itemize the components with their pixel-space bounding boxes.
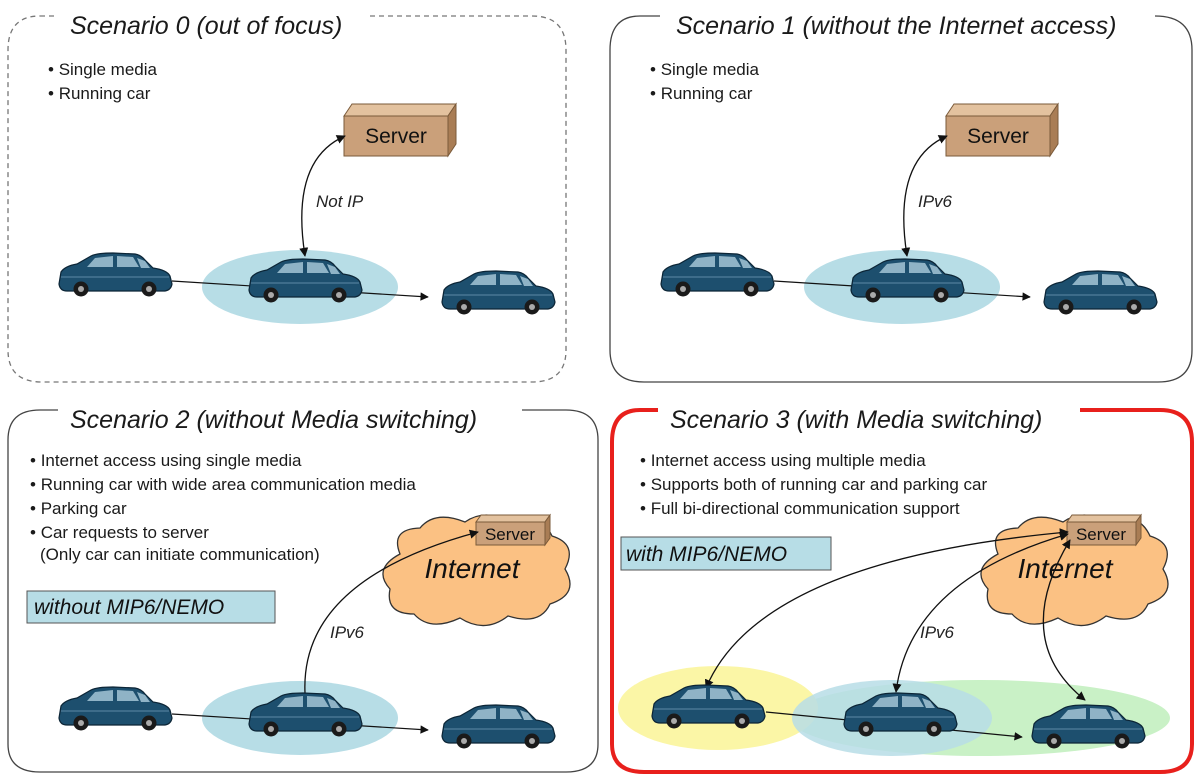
scenario0-car-3 bbox=[441, 270, 556, 316]
scenario3-link-arrow-car3 bbox=[1042, 539, 1086, 701]
scenario2-mip-label: without MIP6/NEMO bbox=[34, 596, 224, 619]
scenario2-server: Server bbox=[475, 513, 551, 547]
scenario3-link-arrow-car2 bbox=[892, 531, 1069, 693]
scenario3-mip-label: with MIP6/NEMO bbox=[626, 543, 787, 566]
scenario1-car-3 bbox=[1043, 270, 1158, 316]
scenario0-link-arrow bbox=[299, 135, 346, 257]
scenario3-internet-label: Internet bbox=[1018, 553, 1114, 584]
scenario2-bullet-2: • Running car with wide area communicati… bbox=[30, 475, 416, 494]
scenario2-request-arrow bbox=[304, 529, 479, 694]
scenario3-link-label: IPv6 bbox=[920, 623, 955, 642]
scenario3-server-label: Server bbox=[1076, 525, 1126, 544]
scenario0-bullet-2: • Running car bbox=[48, 84, 151, 103]
scenario3-highlight-border bbox=[610, 408, 1194, 774]
scenario2-bullet-3: • Parking car bbox=[30, 499, 127, 518]
scenario2-internet-label: Internet bbox=[425, 553, 521, 584]
scenario0-panel: Scenario 0 (out of focus) • Single media… bbox=[7, 12, 567, 383]
scenario1-bullet-1: • Single media bbox=[650, 60, 760, 79]
scenario1-link-label: IPv6 bbox=[918, 192, 953, 211]
scenario2-server-label: Server bbox=[485, 525, 535, 544]
scenario1-server: Server bbox=[945, 102, 1059, 158]
scenario1-bullet-2: • Running car bbox=[650, 84, 753, 103]
scenario2-car-3 bbox=[441, 704, 556, 750]
scenario3-panel: Scenario 3 (with Media switching) • Inte… bbox=[610, 406, 1194, 774]
scenario2-bullet-1: • Internet access using single media bbox=[30, 451, 302, 470]
scenario2-car-1 bbox=[58, 686, 173, 732]
scenario2-link-label: IPv6 bbox=[330, 623, 365, 642]
scenario0-car-1 bbox=[58, 252, 173, 298]
scenario1-car-1 bbox=[660, 252, 775, 298]
scenario3-bullet-1: • Internet access using multiple media bbox=[640, 451, 926, 470]
scenario2-title: Scenario 2 (without Media switching) bbox=[70, 406, 477, 434]
scenario0-bullet-1: • Single media bbox=[48, 60, 158, 79]
scenario0-title: Scenario 0 (out of focus) bbox=[70, 12, 342, 40]
scenario2-mip-label-box bbox=[26, 590, 276, 624]
scenario1-link-arrow bbox=[901, 135, 948, 257]
scenario0-server-label: Server bbox=[365, 125, 427, 148]
scenario3-title: Scenario 3 (with Media switching) bbox=[670, 406, 1042, 434]
scenario2-bullet-4: • Car requests to server bbox=[30, 523, 209, 542]
scenario0-link-label: Not IP bbox=[316, 192, 364, 211]
scenario3-bullet-2: • Supports both of running car and parki… bbox=[640, 475, 987, 494]
scenario3-server: Server bbox=[1066, 513, 1142, 547]
scenario2-panel: Scenario 2 (without Media switching) • I… bbox=[7, 406, 599, 773]
scenario0-server: Server bbox=[343, 102, 457, 158]
scenario1-server-label: Server bbox=[967, 125, 1029, 148]
scenario1-title: Scenario 1 (without the Internet access) bbox=[676, 12, 1117, 40]
scenario2-bullet-4-note: (Only car can initiate communication) bbox=[40, 545, 320, 564]
scenario1-panel: Scenario 1 (without the Internet access)… bbox=[609, 12, 1193, 383]
scenario3-bullet-3: • Full bi-directional communication supp… bbox=[640, 499, 960, 518]
